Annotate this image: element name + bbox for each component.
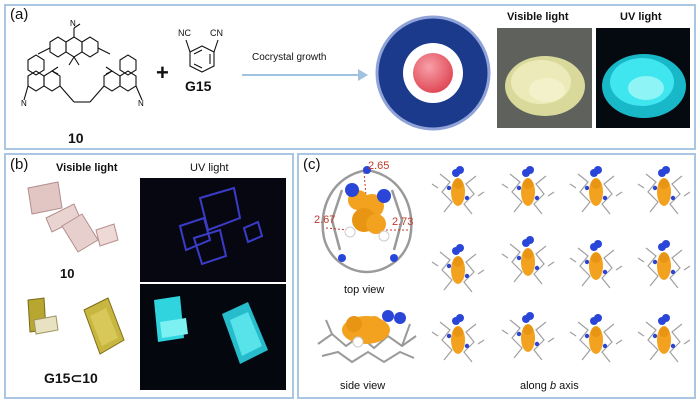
g15-structure (185, 39, 219, 73)
macrocycle-10-structure: N N N (21, 19, 144, 108)
along-b-axis-label: along b axis (520, 380, 579, 392)
crystals-10-visible (27, 181, 119, 253)
crystals-g15-10-uv-photo (140, 284, 286, 390)
panel-b-label: (b) (10, 156, 29, 173)
along-suffix: axis (556, 380, 579, 392)
visible-light-label: Visible light (507, 11, 569, 23)
svg-text:N: N (21, 99, 27, 108)
visible-light-photo (497, 28, 592, 128)
svg-text:N: N (138, 99, 144, 108)
cocrystal-arrow (242, 69, 368, 81)
uv-light-label: UV light (620, 11, 662, 23)
compound-10-label: 10 (68, 130, 84, 146)
side-view-molecule (317, 310, 417, 364)
g15-label: G15 (185, 78, 212, 94)
axis-b-italic: b (549, 380, 557, 392)
distance-2-65: 2.65 (368, 160, 390, 172)
panel-c (297, 153, 696, 399)
plus-sign: + (156, 60, 169, 85)
crystal-10-label: 10 (60, 266, 75, 281)
distance-2-67: 2.67 (314, 214, 336, 226)
g15-nc-label: NC (178, 28, 191, 38)
panel-a-label: (a) (10, 6, 29, 23)
panel-b-uv-light-label: UV light (190, 162, 229, 174)
crystals-10-uv-photo (140, 178, 286, 282)
crystals-g15-10-visible (27, 297, 125, 355)
arrow-label: Cocrystal growth (252, 52, 327, 63)
svg-text:N: N (70, 19, 76, 28)
g15-cn-label: CN (210, 28, 223, 38)
crystal-g15-10-label: G15⊂10 (44, 370, 98, 386)
top-view-molecule (321, 166, 413, 274)
host-guest-target-icon (375, 15, 491, 131)
along-prefix: along (520, 380, 550, 392)
crystal-packing-along-b (431, 165, 690, 363)
side-view-label: side view (340, 380, 386, 392)
panel-b-visible-light-label: Visible light (56, 162, 118, 174)
top-view-label: top view (344, 284, 385, 296)
distance-2-73: 2.73 (392, 216, 414, 228)
uv-light-photo (596, 28, 690, 128)
panel-c-label: (c) (303, 156, 321, 173)
